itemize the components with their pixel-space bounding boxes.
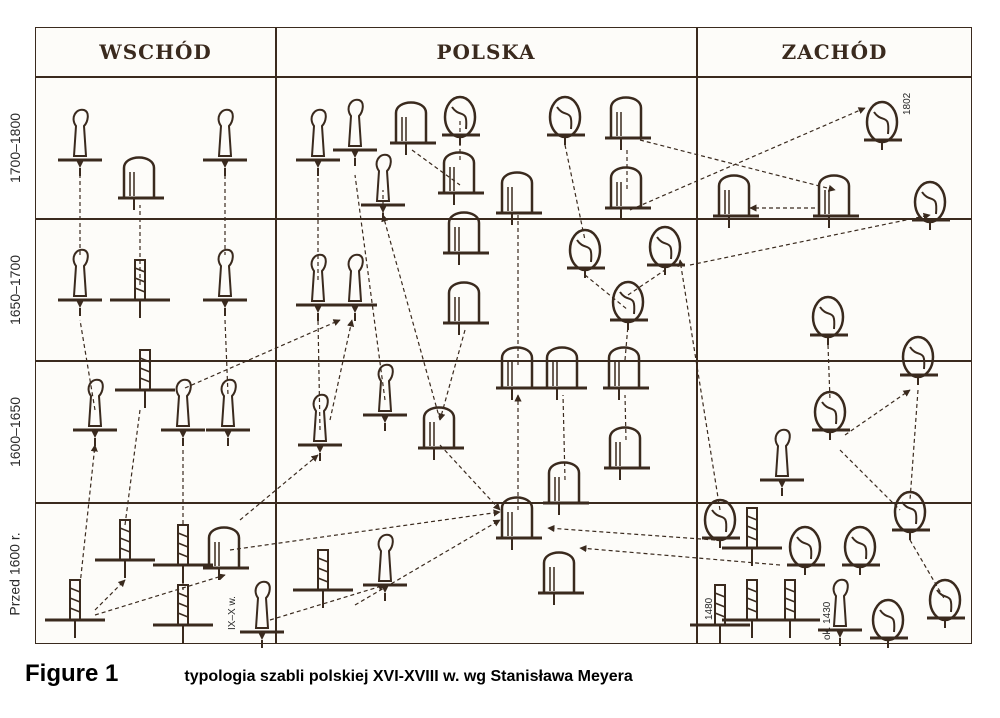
divider-polska-zachod — [696, 28, 698, 643]
figure-label: Figure 1 — [25, 660, 119, 687]
figure-caption: Figure 1 typologia szabli polskiej XVI-X… — [25, 660, 633, 688]
hilt-wschod — [43, 108, 286, 650]
column-header-zachod: ZACHÓD — [781, 40, 888, 64]
divider-row-2 — [36, 360, 971, 362]
annotation-ix-x: IX–X w. — [227, 596, 238, 630]
figure-caption-text: typologia szabli polskiej XVI-XVIII w. w… — [184, 668, 633, 685]
divider-header — [36, 76, 971, 78]
column-header-polska: POLSKA — [436, 40, 536, 64]
column-header-wschod: WSCHÓD — [99, 40, 212, 64]
divider-wschod-polska — [275, 28, 277, 643]
annotation-ok-1430: ok. 1430 — [822, 601, 833, 640]
annotation-1480: 1480 — [704, 597, 715, 620]
divider-row-1 — [36, 218, 971, 220]
annotation-1802: 1802 — [902, 92, 913, 115]
hilt-zachod — [688, 100, 967, 650]
typology-arrows — [79, 107, 946, 621]
